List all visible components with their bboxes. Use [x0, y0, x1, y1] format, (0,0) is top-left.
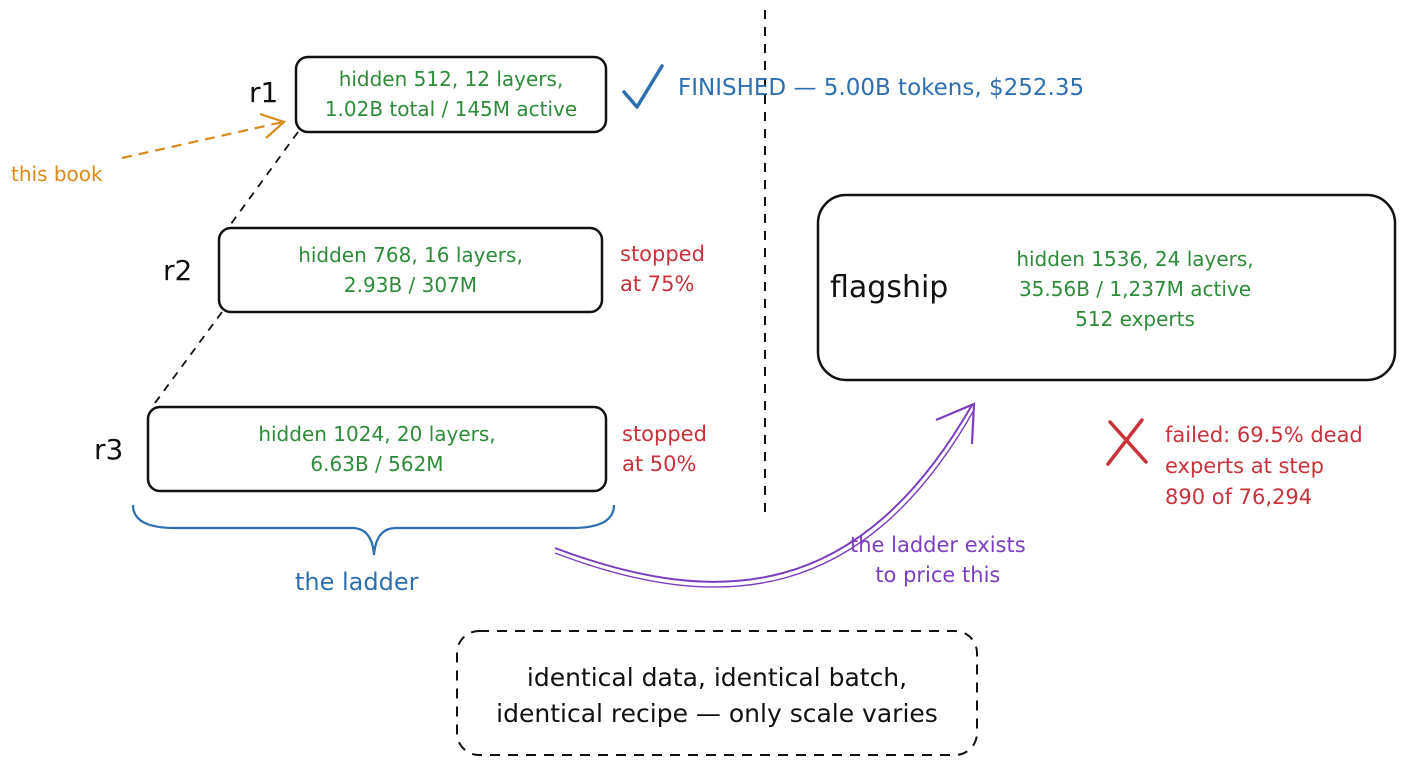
connector-r2-r3: [151, 311, 223, 408]
r3-status-line2: at 50%: [622, 452, 697, 476]
this-book-arrow: [121, 120, 284, 160]
this-book-label: this book: [11, 162, 103, 186]
rung-r2-box: [217, 226, 604, 314]
price-arrow-shadow: [554, 409, 975, 588]
rung-r1-text: hidden 512, 12 layers, 1.02B total / 145…: [296, 64, 606, 124]
r2-status: stopped at 75%: [620, 239, 705, 299]
rung-r1-label: r1: [249, 76, 279, 109]
rung-r3-label: r3: [94, 433, 124, 466]
arrow-note-line1: the ladder exists: [850, 533, 1026, 557]
arrow-note: the ladder exists to price this: [850, 530, 1026, 590]
flagship-line1: hidden 1536, 24 layers,: [1016, 247, 1254, 271]
ladder-brace: [131, 504, 616, 556]
footer-box: [456, 630, 978, 756]
flagship-box: [816, 193, 1397, 382]
flagship-label: flagship: [830, 270, 949, 305]
rung-r1-box: [294, 55, 608, 134]
flagship-text: hidden 1536, 24 layers, 35.56B / 1,237M …: [955, 244, 1315, 334]
r3-status-line1: stopped: [622, 422, 707, 446]
flagship-line3: 512 experts: [1075, 307, 1195, 331]
this-book-arrowhead: [259, 112, 287, 139]
check-icon: [622, 64, 664, 109]
rung-r3-text: hidden 1024, 20 layers, 6.63B / 562M: [148, 419, 606, 479]
footer-line1: identical data, identical batch,: [526, 663, 908, 692]
rung-r2-text: hidden 768, 16 layers, 2.93B / 307M: [219, 240, 602, 300]
fail-x-icon: [1106, 418, 1148, 466]
footer-text: identical data, identical batch, identic…: [470, 660, 964, 732]
flagship-line2: 35.56B / 1,237M active: [1018, 277, 1252, 301]
failure-line3: 890 of 76,294: [1165, 485, 1313, 509]
ladder-label: the ladder: [295, 568, 419, 596]
r1-status: FINISHED — 5.00B tokens, $252.35: [678, 75, 1085, 101]
footer-line2: identical recipe — only scale varies: [496, 699, 938, 728]
r2-status-line1: stopped: [620, 242, 705, 266]
rung-r3-line1: hidden 1024, 20 layers,: [258, 422, 496, 446]
r2-status-line2: at 75%: [620, 272, 695, 296]
rung-r2-label: r2: [163, 254, 193, 287]
rung-r1-line1: hidden 512, 12 layers,: [338, 67, 564, 91]
rung-r2-line1: hidden 768, 16 layers,: [298, 243, 523, 267]
rung-r3-box: [146, 405, 608, 493]
price-arrow: [554, 404, 973, 583]
arrow-note-line2: to price this: [875, 563, 1001, 587]
r3-status: stopped at 50%: [622, 419, 707, 479]
failure-line1: failed: 69.5% dead: [1165, 423, 1363, 447]
rung-r2-line2: 2.93B / 307M: [343, 273, 478, 297]
failure-text: failed: 69.5% dead experts at step 890 o…: [1165, 420, 1363, 513]
rung-r1-line2: 1.02B total / 145M active: [324, 97, 578, 121]
rung-r3-line2: 6.63B / 562M: [310, 452, 444, 476]
failure-line2: experts at step: [1165, 454, 1324, 478]
connector-r1-r2: [227, 131, 299, 229]
price-arrowhead: [935, 402, 976, 445]
